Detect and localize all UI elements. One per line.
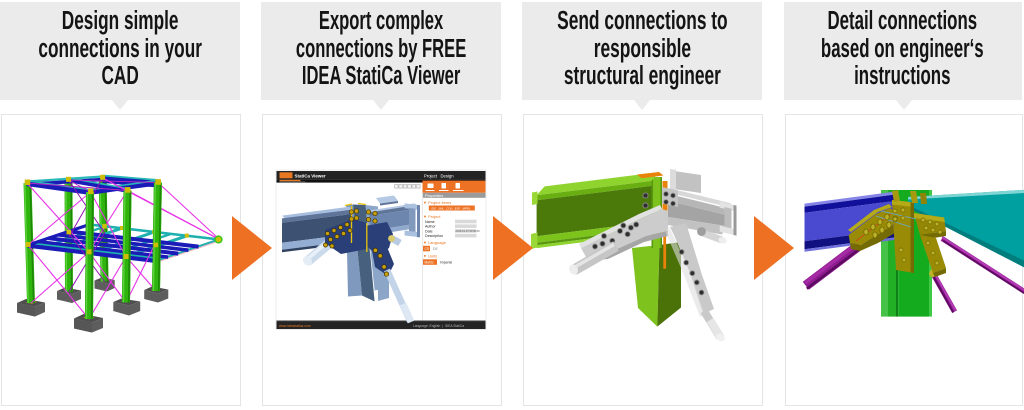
- svg-text:Properties: Properties: [425, 193, 443, 198]
- svg-text:www.ideastatica.com: www.ideastatica.com: [279, 324, 311, 328]
- svg-text:▼ Project items: ▼ Project items: [423, 200, 451, 205]
- svg-text:▼ Language: ▼ Language: [423, 240, 447, 245]
- svg-text:▼ Project: ▼ Project: [423, 214, 441, 219]
- svg-text:CS: CS: [425, 247, 430, 251]
- svg-text:Metric: Metric: [425, 261, 435, 265]
- svg-text:Description: Description: [425, 234, 443, 238]
- svg-text:Project Design: Project Design: [424, 173, 454, 178]
- svg-text:DE: DE: [433, 247, 438, 251]
- svg-text:StatiCa Viewer: StatiCa Viewer: [295, 173, 326, 178]
- svg-text:Author: Author: [425, 225, 436, 229]
- svg-text:2016-01-07 00:00:00: 2016-01-07 00:00:00: [456, 229, 481, 233]
- svg-text:Name: Name: [425, 220, 435, 224]
- svg-text:.IDE .XML .CON .EXP .MPRL: .IDE .XML .CON .EXP .MPRL: [431, 206, 471, 210]
- svg-text:Date: Date: [425, 229, 433, 233]
- svg-text:Language: English | IDEA Sta: Language: English | IDEA StatiCa: [413, 324, 464, 328]
- svg-text:▼ Units: ▼ Units: [423, 254, 437, 259]
- svg-text:Imperial: Imperial: [440, 261, 452, 265]
